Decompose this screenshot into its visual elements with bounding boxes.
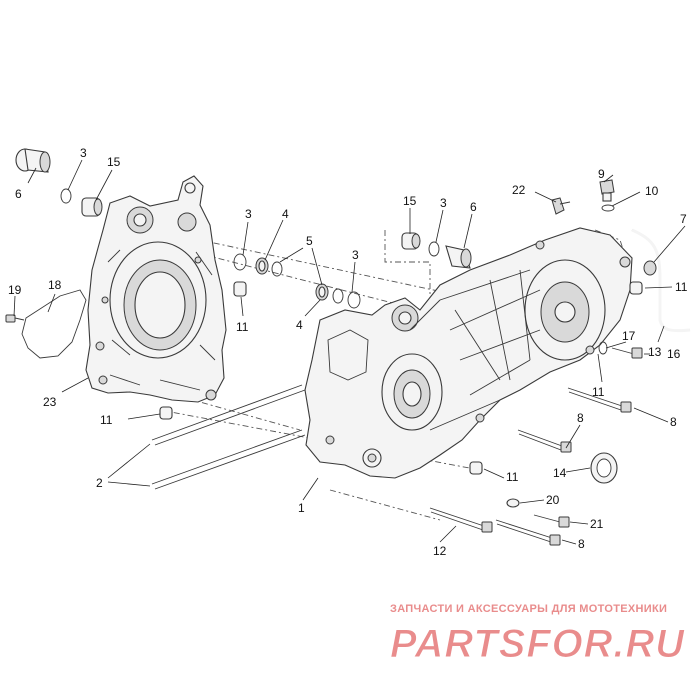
callout-11: 11 xyxy=(675,280,688,294)
plug-6-left xyxy=(15,148,51,173)
seal-row-upper xyxy=(233,253,283,277)
callout-15: 15 xyxy=(107,155,121,169)
callout-13: 13 xyxy=(648,345,662,359)
watermark-logo-text: PARTSFOR.RU xyxy=(390,622,685,666)
callout-4: 4 xyxy=(296,318,303,332)
callout-11: 11 xyxy=(236,320,249,334)
clamp-7 xyxy=(643,260,657,276)
callout-17: 17 xyxy=(622,329,636,343)
callout-16: 16 xyxy=(667,347,681,361)
bolt-21 xyxy=(533,514,570,528)
callout-8: 8 xyxy=(578,537,585,551)
watermark: ЗАПЧАСТИ И АКСЕССУАРЫ ДЛЯ МОТОТЕХНИКИ PA… xyxy=(390,603,690,672)
callout-19: 19 xyxy=(8,283,22,297)
seal-14 xyxy=(590,452,618,484)
callout-3: 3 xyxy=(80,146,87,160)
bolt-8-lower xyxy=(495,519,561,546)
callout-labels: 6 3 15 19 18 23 3 4 5 11 4 3 11 2 1 15 3… xyxy=(8,146,688,558)
watermark-tagline: ЗАПЧАСТИ И АКСЕССУАРЫ ДЛЯ МОТОТЕХНИКИ xyxy=(390,603,668,615)
callout-7: 7 xyxy=(680,212,687,226)
callout-22: 22 xyxy=(512,183,526,197)
callout-14: 14 xyxy=(553,466,567,480)
drain-plug-9 xyxy=(599,179,615,202)
callout-1: 1 xyxy=(298,501,305,515)
o-ring-3-right xyxy=(428,241,440,257)
left-crankcase-half xyxy=(85,175,227,403)
bushing-15-left xyxy=(81,197,103,217)
washer-20 xyxy=(506,498,520,508)
callout-8: 8 xyxy=(670,415,677,429)
leader-lines xyxy=(13,159,686,545)
bolt-8-middle xyxy=(517,429,572,453)
side-gasket xyxy=(21,289,87,359)
bolt-12 xyxy=(429,507,493,533)
right-crankcase-half xyxy=(304,227,633,479)
callout-11: 11 xyxy=(506,470,519,484)
bushing-left-a xyxy=(233,281,247,297)
bolt-16 xyxy=(611,347,643,359)
callout-6: 6 xyxy=(470,200,477,214)
callout-23: 23 xyxy=(43,395,57,409)
callout-6: 6 xyxy=(15,187,22,201)
plug-6-right xyxy=(445,245,472,269)
callout-12: 12 xyxy=(433,544,447,558)
breather-hose-13 xyxy=(631,228,691,333)
fitting-22 xyxy=(551,197,571,215)
callout-11: 11 xyxy=(100,413,113,427)
washer-10 xyxy=(601,204,615,212)
callout-2: 2 xyxy=(96,476,103,490)
bolt-8-upper xyxy=(567,387,632,413)
callout-20: 20 xyxy=(546,493,560,507)
watermark-logo: PARTSFOR.RU xyxy=(390,622,685,667)
bushing-left-b xyxy=(159,406,173,420)
callout-3: 3 xyxy=(352,248,359,262)
callout-5: 5 xyxy=(306,234,313,248)
bushing-15-right xyxy=(401,232,421,250)
stud-bolts xyxy=(151,384,306,490)
callout-9: 9 xyxy=(598,167,605,181)
callout-3: 3 xyxy=(245,207,252,221)
bolt-19 xyxy=(5,314,25,323)
callout-3: 3 xyxy=(440,196,447,210)
callout-8: 8 xyxy=(577,411,584,425)
callout-11: 11 xyxy=(592,385,605,399)
bushing-right-a xyxy=(629,281,643,295)
o-ring-17 xyxy=(598,341,608,355)
seal-row-lower xyxy=(315,283,361,309)
o-ring-3-left xyxy=(60,188,72,204)
callout-4: 4 xyxy=(282,207,289,221)
callout-21: 21 xyxy=(590,517,604,531)
callout-15: 15 xyxy=(403,194,417,208)
bushing-right-b xyxy=(469,461,483,475)
callout-10: 10 xyxy=(645,184,659,198)
callout-18: 18 xyxy=(48,278,62,292)
